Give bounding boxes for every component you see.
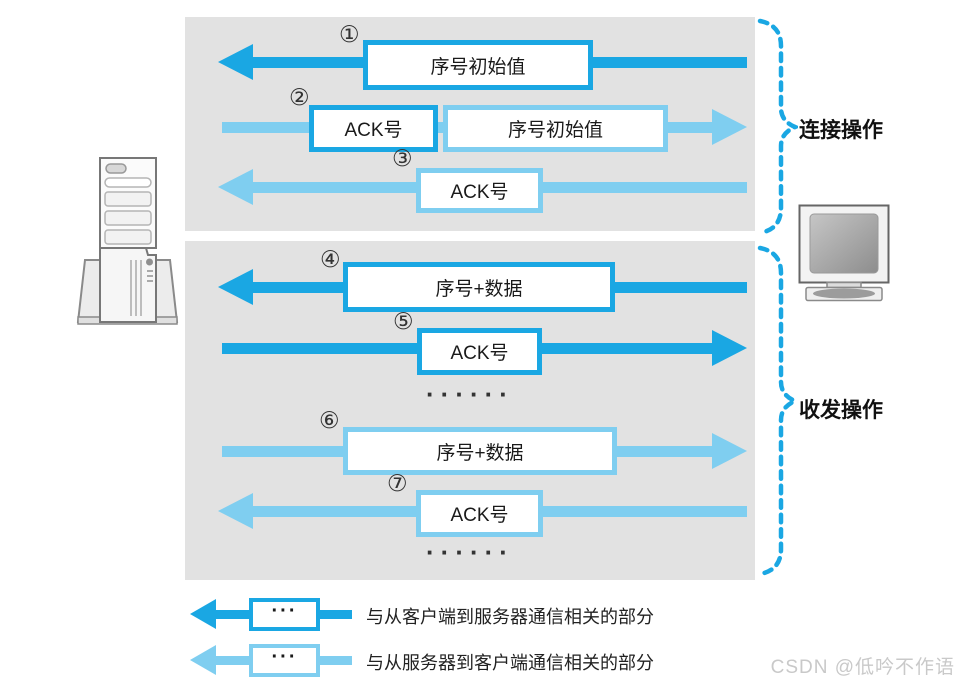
- step-2-seq-box: 序号初始值: [443, 105, 668, 152]
- step-1-number: ①: [339, 22, 360, 48]
- step-5-box: ACK号: [417, 328, 542, 375]
- section-label-connection: 连接操作: [799, 119, 883, 142]
- step-3-number: ③: [392, 146, 413, 172]
- arrow-head-left-icon: [190, 645, 216, 675]
- watermark: CSDN @低吟不作语: [770, 657, 955, 678]
- step-6-number: ⑥: [319, 408, 340, 434]
- step-4-number: ④: [320, 247, 341, 273]
- ellipsis-row: ······: [426, 379, 514, 409]
- step-7-number: ⑦: [387, 471, 408, 497]
- legend-server-to-client-box: ···: [249, 644, 320, 677]
- legend-client-to-server-box: ···: [249, 598, 320, 631]
- connection-phase-panel: ① 序号初始值 ② ACK号 序号初始值 ③ ACK号: [185, 17, 755, 231]
- ellipsis-row: ······: [426, 537, 514, 567]
- step-3-box: ACK号: [416, 168, 543, 213]
- legend-server-to-client-label: 与从服务器到客户端通信相关的部分: [366, 653, 654, 673]
- section-label-transfer: 收发操作: [799, 399, 883, 422]
- arrow-head-left-icon: [218, 493, 253, 529]
- step-6-box: 序号+数据: [343, 427, 617, 475]
- step-7-box: ACK号: [416, 490, 543, 537]
- step-5-number: ⑤: [393, 309, 414, 335]
- transfer-brace-icon: [757, 245, 798, 577]
- server-icon: [76, 157, 179, 325]
- transfer-phase-panel: ④ 序号+数据 ⑤ ACK号 ······ ⑥ 序号+数据 ⑦ ACK号 ···…: [185, 241, 755, 580]
- arrow-head-right-icon: [712, 330, 747, 366]
- monitor-icon: [798, 204, 890, 302]
- step-4-box: 序号+数据: [343, 262, 615, 312]
- arrow-head-left-icon: [218, 269, 253, 305]
- arrow-head-left-icon: [218, 44, 253, 80]
- arrow-head-left-icon: [190, 599, 216, 629]
- connection-brace-icon: [757, 18, 798, 236]
- step-2-number: ②: [289, 85, 310, 111]
- arrow-head-left-icon: [218, 169, 253, 205]
- legend-client-to-server-label: 与从客户端到服务器通信相关的部分: [366, 607, 654, 627]
- step-2-ack-box: ACK号: [309, 105, 438, 152]
- arrow-head-right-icon: [712, 109, 747, 145]
- arrow-head-right-icon: [712, 433, 747, 469]
- step-1-box: 序号初始值: [363, 40, 593, 90]
